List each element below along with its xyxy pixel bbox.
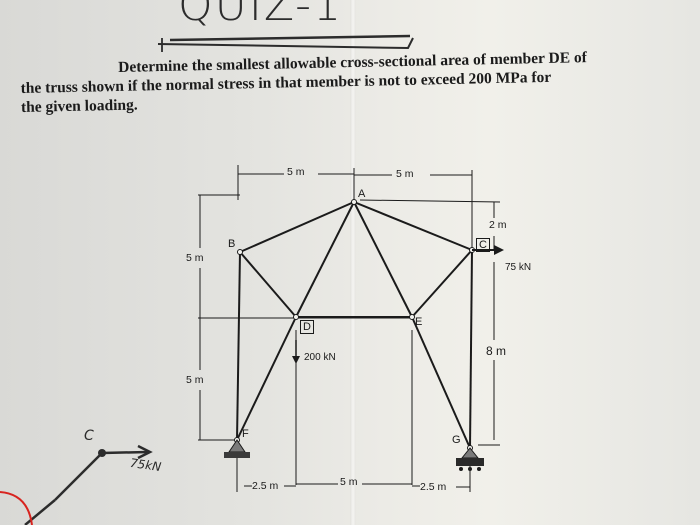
support-g [456, 447, 484, 471]
paper-fold [350, 0, 356, 525]
node-label-a: A [358, 188, 366, 200]
dim-left-upper: 5 m [186, 252, 204, 264]
truss-joints [234, 199, 475, 451]
node-label-c: C [476, 238, 490, 252]
red-circle-mark [0, 491, 33, 525]
dim-top-left: 5 m [287, 166, 305, 178]
dim-left-lower: 5 m [186, 374, 204, 386]
dim-right-top: 2 m [489, 219, 507, 231]
dim-bottom-mid: 5 m [340, 476, 358, 488]
node-label-e: E [415, 316, 423, 328]
node-label-g: G [452, 434, 461, 446]
dim-bottom-right: 2.5 m [420, 481, 447, 493]
load-label-vertical: 200 kN [304, 352, 336, 363]
support-f [224, 439, 250, 458]
quiz-title: QUIZ-1 [178, 0, 344, 31]
truss-members [236, 201, 473, 449]
hand-sketch [24, 444, 153, 525]
node-label-f: F [242, 428, 249, 440]
node-label-b: B [228, 238, 236, 250]
dim-top-right: 5 m [396, 168, 414, 180]
dim-right-lower: 8 m [486, 344, 507, 358]
hand-node-label: C [84, 428, 94, 444]
hand-joint [98, 449, 106, 457]
load-arrow-vertical [292, 340, 300, 364]
dim-bottom-left: 2.5 m [252, 480, 279, 492]
load-label-horizontal: 75 kN [505, 262, 532, 273]
node-label-d: D [300, 320, 314, 334]
